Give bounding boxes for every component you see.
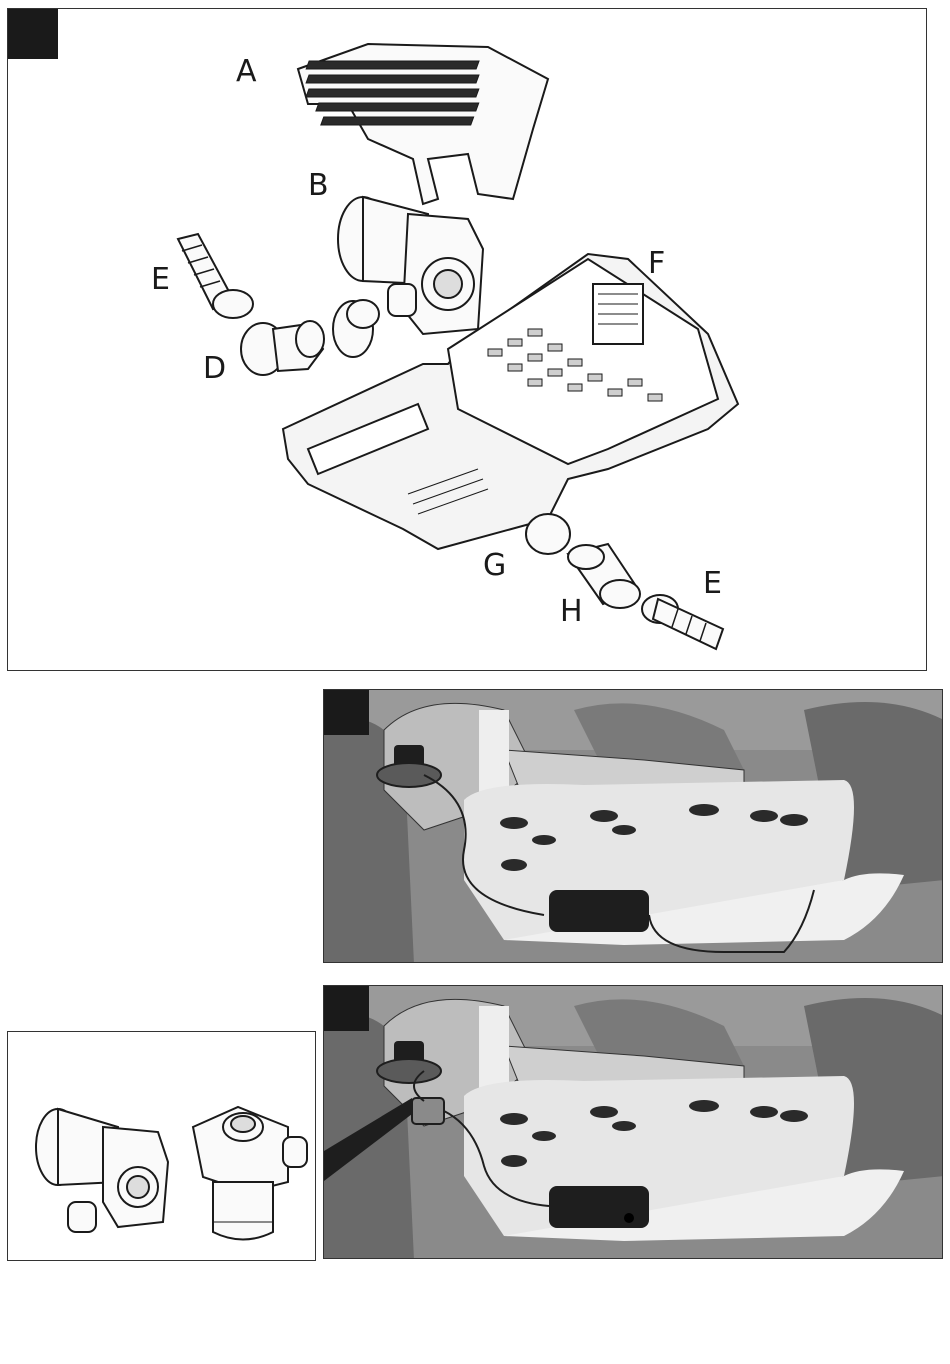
part-g-cap [526, 514, 570, 554]
pump-detail-drawing [8, 1032, 316, 1261]
pond-illustration-1 [324, 690, 943, 963]
figure-2-pond-scene [323, 689, 943, 963]
label-d: D [203, 354, 226, 384]
inset-pump-detail [7, 1031, 316, 1261]
label-e-left: E [151, 265, 170, 295]
part-f-housing [283, 254, 738, 549]
label-g: G [483, 551, 506, 581]
adapter-ring [333, 300, 379, 357]
label-e-right: E [703, 569, 722, 599]
part-e-hose-connector-left [178, 234, 253, 318]
figure-3-pond-scene-with-filter [323, 985, 943, 1259]
part-d-elbow [241, 321, 324, 375]
label-a: A [236, 57, 257, 87]
part-a-cover [298, 44, 548, 204]
part-e-hose-connector-right [642, 595, 723, 649]
pump-horizontal [36, 1109, 168, 1232]
pond-illustration-2 [324, 986, 943, 1259]
figure-1-exploded-view: A B E F D G H E [7, 8, 927, 671]
label-b: B [308, 171, 329, 201]
exploded-parts-drawing [8, 9, 927, 671]
figure-2-corner-marker [324, 690, 369, 735]
pump-vertical [193, 1107, 307, 1240]
figure-3-corner-marker [324, 986, 369, 1031]
label-f: F [648, 249, 665, 279]
label-h: H [560, 597, 583, 627]
